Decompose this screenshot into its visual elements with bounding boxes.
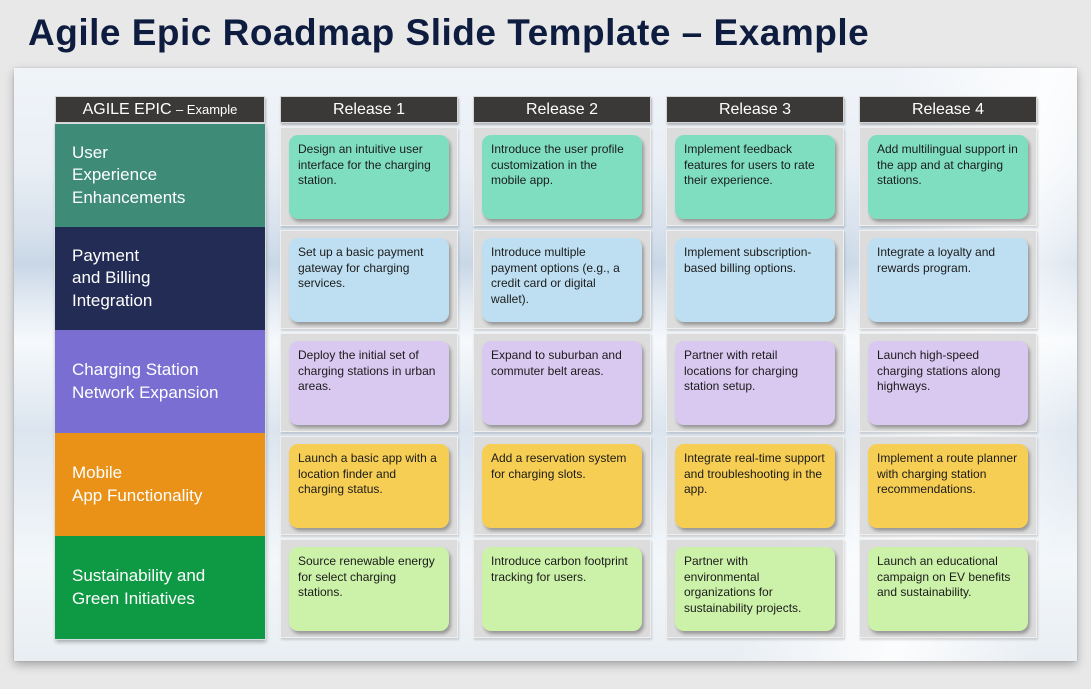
cell-r4-payment-billing: Integrate a loyalty and rewards program. <box>859 230 1037 329</box>
cell-r1-mobile-app: Launch a basic app with a location finde… <box>280 436 458 535</box>
cell-r3-user-experience: Implement feedback features for users to… <box>666 127 844 226</box>
cell-r4-user-experience: Add multilingual support in the app and … <box>859 127 1037 226</box>
epic-label-sustainability: Sustainability and Green Initiatives <box>55 536 265 639</box>
task-card: Integrate a loyalty and rewards program. <box>868 238 1028 322</box>
cell-r1-payment-billing: Set up a basic payment gateway for charg… <box>280 230 458 329</box>
slide-canvas: AGILE EPIC – Example User Experience Enh… <box>14 68 1077 661</box>
epic-label-user-experience: User Experience Enhancements <box>55 124 265 227</box>
cell-r2-charging-network: Expand to suburban and commuter belt are… <box>473 333 651 432</box>
task-card: Deploy the initial set of charging stati… <box>289 341 449 425</box>
task-card: Partner with retail locations for chargi… <box>675 341 835 425</box>
release-2-column: Release 2 Introduce the user profile cus… <box>473 96 651 638</box>
task-card: Source renewable energy for select charg… <box>289 547 449 631</box>
task-card: Set up a basic payment gateway for charg… <box>289 238 449 322</box>
task-card: Introduce carbon footprint tracking for … <box>482 547 642 631</box>
cell-r2-mobile-app: Add a reservation system for charging sl… <box>473 436 651 535</box>
task-card: Integrate real-time support and troubles… <box>675 444 835 528</box>
cell-r4-charging-network: Launch high-speed charging stations alon… <box>859 333 1037 432</box>
release-1-header: Release 1 <box>280 96 458 123</box>
epic-header-suffix: – Example <box>175 102 238 117</box>
task-card: Launch high-speed charging stations alon… <box>868 341 1028 425</box>
task-card: Implement feedback features for users to… <box>675 135 835 219</box>
task-card: Partner with environmental organizations… <box>675 547 835 631</box>
task-card: Implement subscription-based billing opt… <box>675 238 835 322</box>
release-4-header: Release 4 <box>859 96 1037 123</box>
release-4-column: Release 4 Add multilingual support in th… <box>859 96 1037 638</box>
epic-label-stack: User Experience Enhancements Payment and… <box>54 123 266 640</box>
task-card: Implement a route planner with charging … <box>868 444 1028 528</box>
cell-r4-mobile-app: Implement a route planner with charging … <box>859 436 1037 535</box>
task-card: Add a reservation system for charging sl… <box>482 444 642 528</box>
cell-r2-sustainability: Introduce carbon footprint tracking for … <box>473 539 651 638</box>
cell-r3-mobile-app: Integrate real-time support and troubles… <box>666 436 844 535</box>
cell-r1-charging-network: Deploy the initial set of charging stati… <box>280 333 458 432</box>
release-3-column: Release 3 Implement feedback features fo… <box>666 96 844 638</box>
cell-r3-charging-network: Partner with retail locations for chargi… <box>666 333 844 432</box>
cell-r1-sustainability: Source renewable energy for select charg… <box>280 539 458 638</box>
epic-column-header: AGILE EPIC – Example <box>55 96 265 123</box>
epic-header-title: AGILE EPIC <box>82 101 172 118</box>
task-card: Design an intuitive user interface for t… <box>289 135 449 219</box>
task-card: Expand to suburban and commuter belt are… <box>482 341 642 425</box>
release-3-header: Release 3 <box>666 96 844 123</box>
cell-r1-user-experience: Design an intuitive user interface for t… <box>280 127 458 226</box>
task-card: Launch an educational campaign on EV ben… <box>868 547 1028 631</box>
epic-label-payment-billing: Payment and Billing Integration <box>55 227 265 330</box>
release-1-column: Release 1 Design an intuitive user inter… <box>280 96 458 638</box>
epic-label-charging-network: Charging Station Network Expansion <box>55 330 265 433</box>
task-card: Introduce the user profile customization… <box>482 135 642 219</box>
cell-r2-payment-billing: Introduce multiple payment options (e.g.… <box>473 230 651 329</box>
cell-r2-user-experience: Introduce the user profile customization… <box>473 127 651 226</box>
epic-label-mobile-app: Mobile App Functionality <box>55 433 265 536</box>
task-card: Introduce multiple payment options (e.g.… <box>482 238 642 322</box>
release-2-header: Release 2 <box>473 96 651 123</box>
cell-r3-payment-billing: Implement subscription-based billing opt… <box>666 230 844 329</box>
task-card: Launch a basic app with a location finde… <box>289 444 449 528</box>
task-card: Add multilingual support in the app and … <box>868 135 1028 219</box>
page-title: Agile Epic Roadmap Slide Template – Exam… <box>28 12 870 53</box>
cell-r3-sustainability: Partner with environmental organizations… <box>666 539 844 638</box>
epic-column: AGILE EPIC – Example User Experience Enh… <box>54 96 266 640</box>
cell-r4-sustainability: Launch an educational campaign on EV ben… <box>859 539 1037 638</box>
